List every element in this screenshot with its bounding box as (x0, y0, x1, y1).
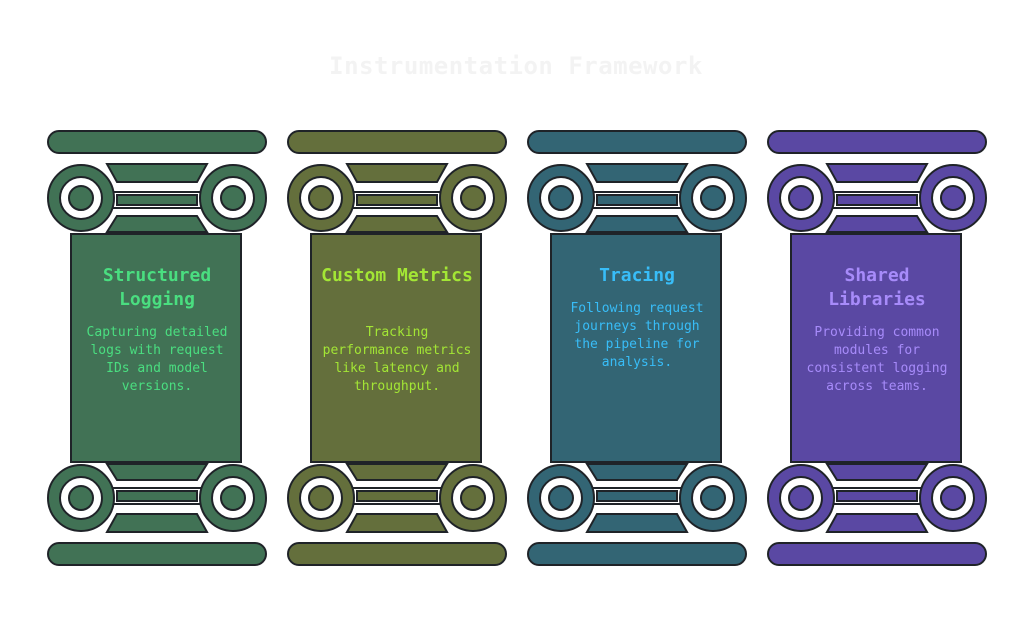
pillar-custom-metrics: Custom Metrics Tracking performance metr… (287, 128, 507, 568)
pillar-bottom-capital (767, 463, 987, 566)
pillar-title: Structured Logging (102, 265, 212, 310)
pillar-icon (527, 130, 747, 566)
pillar-bottom-capital (527, 463, 747, 566)
pillar-shaft (310, 233, 482, 463)
pillar-description: Providing common modules for consistent … (806, 325, 948, 394)
pillar-title: Tracing (599, 265, 675, 286)
pillar-top-capital (287, 130, 507, 233)
pillar-shaft (70, 233, 242, 463)
pillar-shaft (790, 233, 962, 463)
page-title: Instrumentation Framework (329, 52, 703, 80)
pillar-description: Following request journeys through the p… (570, 301, 704, 370)
pillar-icon (767, 130, 987, 566)
pillar-bottom-capital (287, 463, 507, 566)
pillar-icon (47, 130, 267, 566)
pillar-description: Capturing detailed logs with request IDs… (86, 325, 228, 394)
pillar-bottom-capital (47, 463, 267, 566)
pillar-icon (287, 130, 507, 566)
pillar-top-capital (527, 130, 747, 233)
pillar-top-capital (47, 130, 267, 233)
pillar-shaft (550, 233, 722, 463)
pillar-title: Custom Metrics (321, 265, 473, 286)
pillar-title: Shared Libraries (828, 265, 926, 310)
pillar-description: Tracking performance metrics like latenc… (322, 325, 472, 394)
pillar-tracing: Tracing Following request journeys throu… (527, 128, 747, 568)
pillar-shared-libraries: Shared Libraries Providing common module… (767, 128, 987, 568)
pillar-top-capital (767, 130, 987, 233)
pillar-structured-logging: Structured Logging Capturing detailed lo… (47, 128, 267, 568)
